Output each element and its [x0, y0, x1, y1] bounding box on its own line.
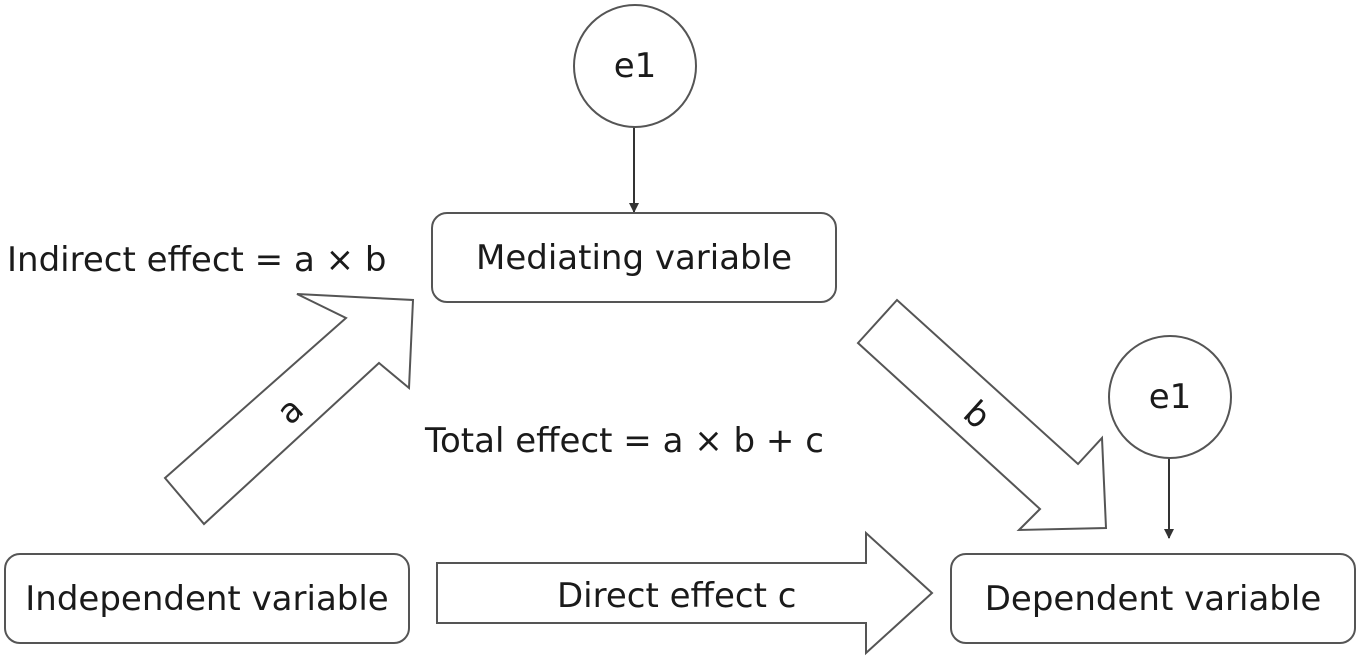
- error-term-top-label: e1: [613, 46, 657, 86]
- mediating-variable-label: Mediating variable: [476, 237, 792, 278]
- error-term-top: e1: [573, 4, 697, 128]
- indirect-effect-label: Indirect effect = a × b: [7, 240, 387, 280]
- error-term-right: e1: [1108, 335, 1232, 459]
- direct-effect-arrow: [436, 530, 934, 656]
- path-b-arrow: [856, 298, 1108, 532]
- dependent-variable-label: Dependent variable: [984, 578, 1322, 619]
- path-a-arrow: [163, 293, 415, 526]
- independent-variable-box: Independent variable: [4, 553, 410, 644]
- mediating-variable-box: Mediating variable: [431, 212, 837, 303]
- direct-effect-label: Direct effect c: [557, 576, 797, 616]
- total-effect-label: Total effect = a × b + c: [425, 421, 824, 461]
- independent-variable-label: Independent variable: [25, 578, 389, 619]
- dependent-variable-box: Dependent variable: [950, 553, 1356, 644]
- error-term-right-label: e1: [1148, 377, 1192, 417]
